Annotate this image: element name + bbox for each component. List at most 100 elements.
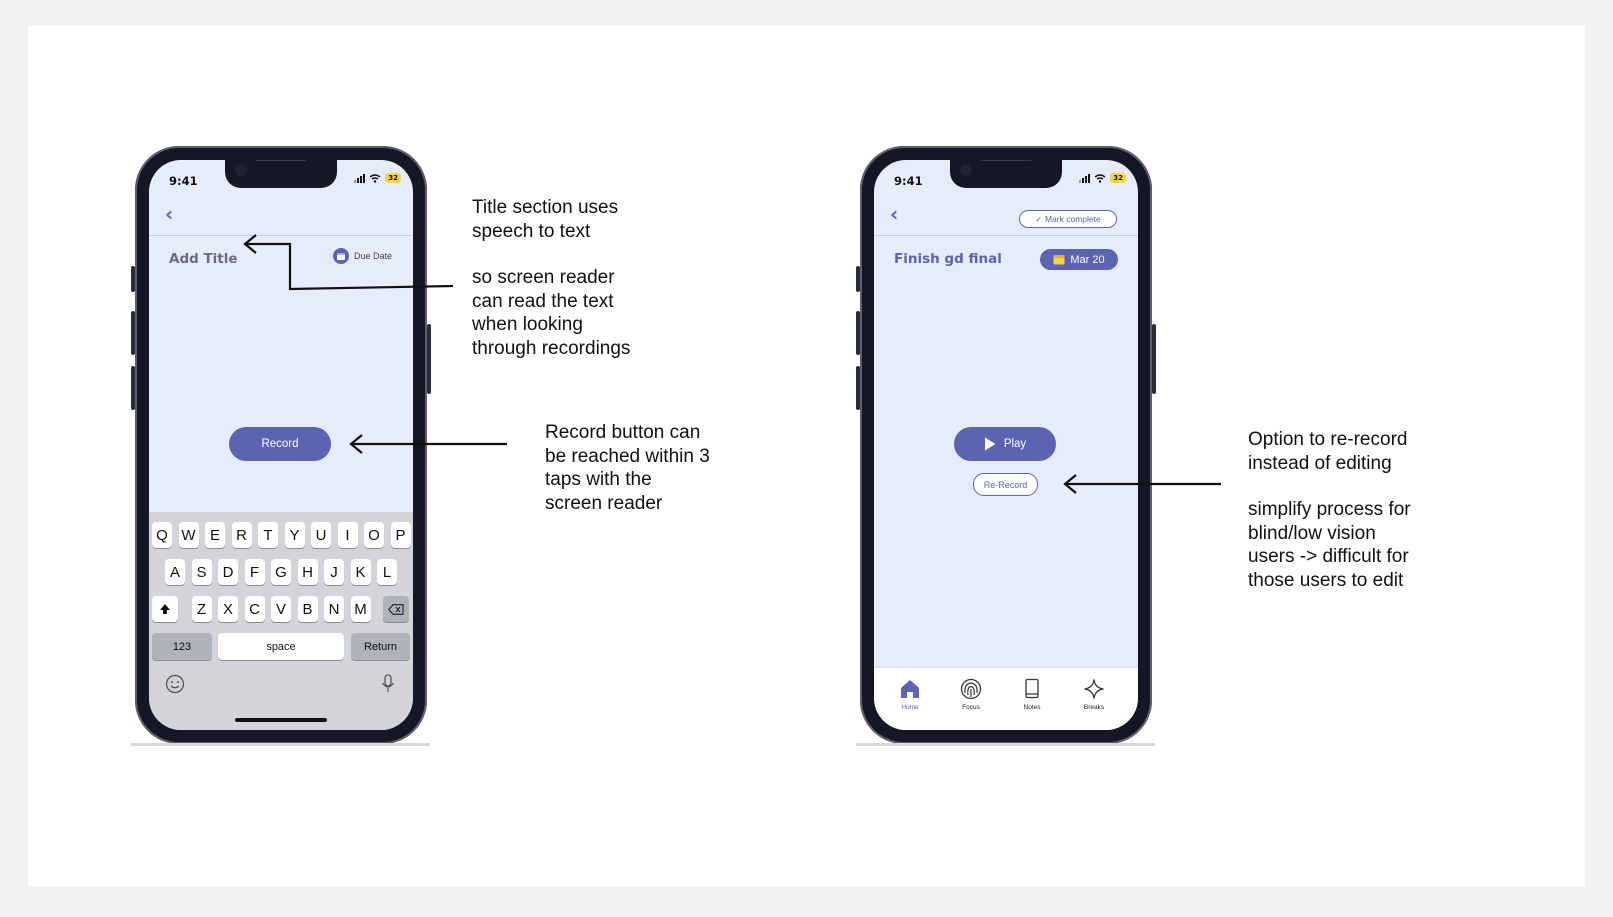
back-chevron-icon[interactable]: ‹ <box>890 202 899 226</box>
shift-arrow-icon <box>160 604 170 614</box>
tab-home[interactable]: Home <box>885 678 935 711</box>
microphone-icon[interactable] <box>381 674 395 694</box>
key-C[interactable]: C <box>244 596 265 622</box>
key-N[interactable]: N <box>324 596 344 622</box>
volume-up-button <box>856 311 860 355</box>
back-chevron-icon[interactable]: ‹ <box>165 202 174 226</box>
key-R[interactable]: R <box>231 522 252 548</box>
annotation-record-button: Record button can be reached within 3 ta… <box>545 422 710 514</box>
tab-notes[interactable]: Notes <box>1007 678 1057 711</box>
play-icon <box>984 437 996 451</box>
volume-up-button <box>131 311 135 355</box>
key-B[interactable]: B <box>297 596 318 622</box>
tab-breaks-label: Breaks <box>1083 704 1105 711</box>
title-input[interactable]: Add Title <box>169 251 238 267</box>
notch <box>950 160 1062 188</box>
key-S[interactable]: S <box>191 559 212 585</box>
space-key[interactable]: space <box>218 633 344 660</box>
battery-icon: 32 <box>1110 173 1126 183</box>
status-icons: 32 <box>1079 173 1126 183</box>
key-H[interactable]: H <box>297 559 318 585</box>
backspace-key[interactable] <box>383 596 409 622</box>
key-W[interactable]: W <box>178 522 199 548</box>
key-A[interactable]: A <box>165 559 185 585</box>
phone-shadow <box>131 743 430 746</box>
date-button[interactable]: Mar 20 <box>1040 249 1118 270</box>
key-D[interactable]: D <box>218 559 238 585</box>
screen: 9:41 32 ‹ ✓ Mark complete Finish gd fina… <box>874 160 1138 730</box>
tab-notes-label: Notes <box>1023 704 1041 711</box>
calendar-icon <box>1053 255 1065 265</box>
header-divider <box>149 235 413 236</box>
annotation-screen-reader: so screen reader can read the text when … <box>472 267 631 359</box>
numbers-key[interactable]: 123 <box>152 633 212 660</box>
silent-switch <box>856 266 860 292</box>
key-X[interactable]: X <box>218 596 238 622</box>
key-U[interactable]: U <box>311 522 331 548</box>
key-Y[interactable]: Y <box>284 522 305 548</box>
tab-focus[interactable]: Focus <box>946 678 996 711</box>
due-date-label: Due Date <box>354 251 393 261</box>
tab-home-label: Home <box>901 704 919 711</box>
phone-shadow <box>856 743 1155 746</box>
sparkle-icon <box>1084 679 1104 699</box>
task-title[interactable]: Finish gd final <box>894 251 1002 267</box>
header-divider <box>874 235 1138 236</box>
annotation-rerecord-option: Option to re-record instead of editing <box>1248 429 1408 474</box>
wifi-icon <box>369 173 381 183</box>
mark-complete-label: Mark complete <box>1044 214 1101 224</box>
key-K[interactable]: K <box>350 559 371 585</box>
tab-focus-label: Focus <box>962 704 980 711</box>
annotation-title-speech: Title section uses speech to text <box>472 197 619 242</box>
phone-playback-screen: 9:41 32 ‹ ✓ Mark complete Finish gd fina… <box>856 146 1156 744</box>
key-L[interactable]: L <box>377 559 397 585</box>
key-I[interactable]: I <box>337 522 358 548</box>
silent-switch <box>131 266 135 292</box>
battery-icon: 32 <box>385 173 401 183</box>
key-J[interactable]: J <box>324 559 344 585</box>
key-V[interactable]: V <box>271 596 291 622</box>
due-date-button[interactable]: Due Date <box>333 248 392 264</box>
home-icon <box>901 680 919 698</box>
key-F[interactable]: F <box>244 559 265 585</box>
home-indicator <box>235 718 327 722</box>
screen: 9:41 32 ‹ Add Title Due Date Record Q W … <box>149 160 413 730</box>
status-icons: 32 <box>354 173 401 183</box>
play-button[interactable]: Play <box>954 427 1056 461</box>
key-M[interactable]: M <box>350 596 371 622</box>
volume-down-button <box>856 366 860 410</box>
tab-breaks[interactable]: Breaks <box>1069 678 1119 711</box>
key-T[interactable]: T <box>258 522 278 548</box>
volume-down-button <box>131 366 135 410</box>
emoji-icon[interactable] <box>165 674 185 694</box>
key-Q[interactable]: Q <box>152 522 172 548</box>
play-label: Play <box>1003 438 1027 450</box>
shift-key[interactable] <box>152 596 178 622</box>
status-time: 9:41 <box>894 174 923 188</box>
keyboard: Q W E R T Y U I O P A S D F G H J K L Z … <box>149 512 413 730</box>
phone-recording-screen: 9:41 32 ‹ Add Title Due Date Record Q W … <box>131 146 431 744</box>
fingerprint-icon <box>960 678 982 700</box>
mark-complete-button[interactable]: ✓ Mark complete <box>1019 210 1117 228</box>
signal-icon <box>1079 173 1091 183</box>
power-button <box>427 324 431 394</box>
key-O[interactable]: O <box>364 522 384 548</box>
key-P[interactable]: P <box>390 522 411 548</box>
return-key[interactable]: Return <box>351 633 410 660</box>
rerecord-button[interactable]: Re-Record <box>973 473 1038 496</box>
notebook-icon <box>1025 678 1039 699</box>
date-label: Mar 20 <box>1070 253 1105 266</box>
key-G[interactable]: G <box>271 559 291 585</box>
key-Z[interactable]: Z <box>191 596 212 622</box>
check-icon: ✓ <box>1035 214 1042 224</box>
signal-icon <box>354 173 366 183</box>
record-button[interactable]: Record <box>229 427 331 461</box>
status-time: 9:41 <box>169 174 198 188</box>
delete-icon <box>388 603 404 615</box>
key-E[interactable]: E <box>205 522 225 548</box>
tab-bar: Home Focus Notes Breaks <box>874 667 1138 730</box>
rerecord-label: Re-Record <box>983 479 1028 490</box>
calendar-icon <box>333 248 349 264</box>
record-label: Record <box>261 438 299 450</box>
wifi-icon <box>1094 173 1106 183</box>
